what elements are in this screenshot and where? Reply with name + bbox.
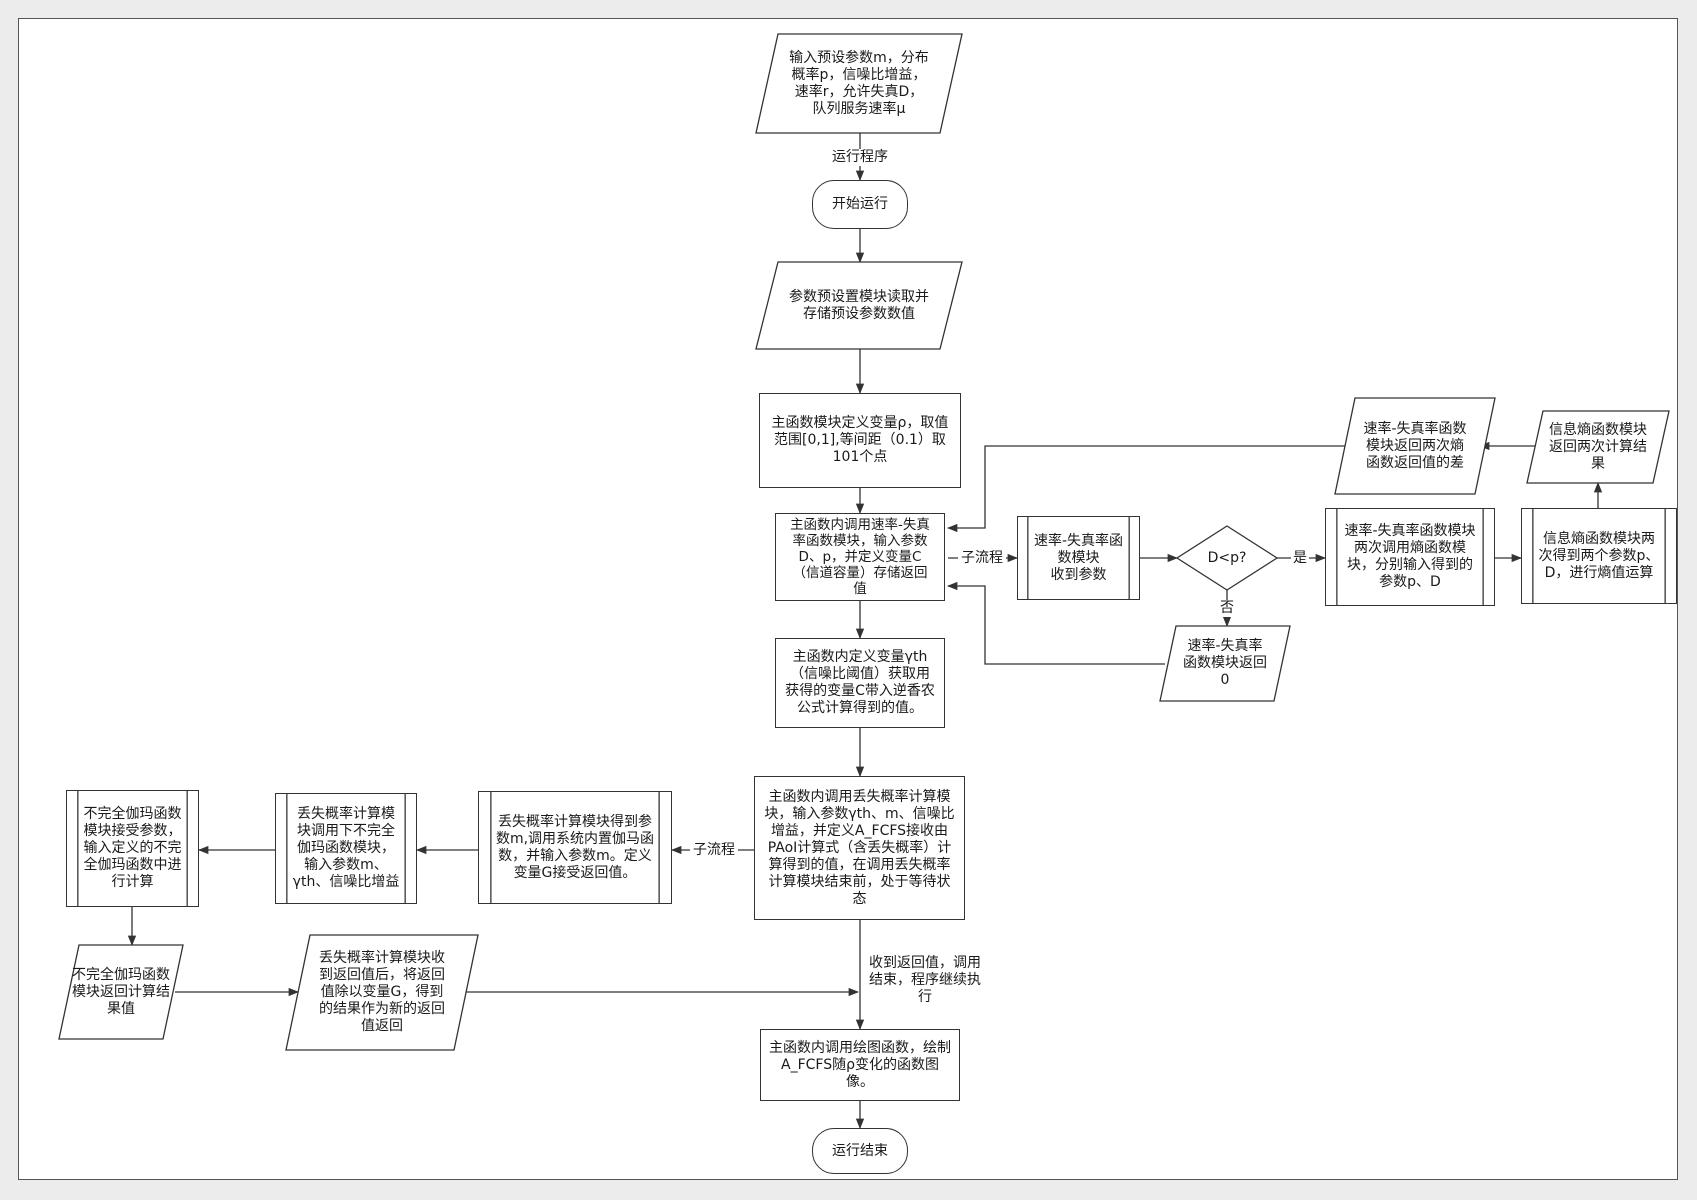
edge-label-subflow-1: 子流程 bbox=[958, 550, 1006, 567]
plot-text: 主函数内调用绘图函数，绘制 A_FCFS随ρ变化的函数图 像。 bbox=[769, 1039, 951, 1090]
gamma-receive-text: 不完全伽玛函数 模块接受参数， 输入定义的不完 全伽玛函数中进 行计算 bbox=[83, 806, 182, 890]
rd-receive-text: 速率-失真率函 数模块 收到参数 bbox=[1033, 532, 1124, 583]
loss-return-text: 丢失概率计算模块收 到返回值后，将返回 值除以变量G，得到 的结果作为新的返回 … bbox=[319, 950, 445, 1034]
define-rho-text: 主函数模块定义变量ρ，取值 范围[0,1],等间距（0.1）取 101个点 bbox=[771, 415, 949, 465]
define-rho-process: 主函数模块定义变量ρ，取值 范围[0,1],等间距（0.1）取 101个点 bbox=[759, 393, 961, 488]
rd-call-entropy-text: 速率-失真率函数模块 两次调用熵函数模 块，分别输入得到的 参数p、D bbox=[1344, 523, 1476, 590]
start-text: 开始运行 bbox=[832, 196, 888, 212]
edge-rd-return-zero-to-call-rd bbox=[946, 581, 1165, 665]
start-terminal: 开始运行 bbox=[812, 180, 908, 229]
call-loss-process: 主函数内调用丢失概率计算模 块，输入参数γth、m、信噪比 增益，并定义A_FC… bbox=[754, 776, 965, 920]
entropy-twice-subprocess: 信息熵函数模块两 次得到两个参数p、 D，进行熵值运算 bbox=[1521, 508, 1677, 604]
entropy-return-text: 信息熵函数模块 返回两次计算结 果 bbox=[1549, 421, 1647, 472]
decision-d-less-p: D<p? bbox=[1175, 525, 1279, 591]
plot-process: 主函数内调用绘图函数，绘制 A_FCFS随ρ变化的函数图 像。 bbox=[760, 1029, 960, 1101]
loss-call-gamma-subprocess: 丢失概率计算模 块调用下不完全 伽玛函数模块， 输入参数m、 γth、信噪比增益 bbox=[275, 793, 417, 904]
edge-label-yes: 是 bbox=[1291, 550, 1309, 567]
loss-receive-text: 丢失概率计算模块得到参 数m,调用系统内置伽马函 数，并输入参数m。定义 变量G… bbox=[495, 813, 655, 881]
gamma-return-text: 不完全伽玛函数 模块返回计算结 果值 bbox=[72, 966, 170, 1017]
edge-label-no: 否 bbox=[1218, 600, 1236, 617]
define-gamma-text: 主函数内定义变量γth （信噪比阈值）获取用 获得的变量C带入逆香农 公式计算得… bbox=[785, 649, 935, 716]
input-params-node: 输入预设参数m，分布 概率p，信噪比增益， 速率r，允许失真D， 队列服务速率μ bbox=[755, 33, 963, 134]
gamma-receive-subprocess: 不完全伽玛函数 模块接受参数， 输入定义的不完 全伽玛函数中进 行计算 bbox=[66, 790, 199, 907]
define-gamma-process: 主函数内定义变量γth （信噪比阈值）获取用 获得的变量C带入逆香农 公式计算得… bbox=[775, 638, 945, 728]
call-rd-process: 主函数内调用速率-失真 率函数模块，输入参数 D、p，并定义变量C （信道容量）… bbox=[775, 513, 945, 601]
end-terminal: 运行结束 bbox=[812, 1128, 908, 1174]
rd-call-entropy-subprocess: 速率-失真率函数模块 两次调用熵函数模 块，分别输入得到的 参数p、D bbox=[1325, 508, 1495, 606]
entropy-return-node: 信息熵函数模块 返回两次计算结 果 bbox=[1526, 410, 1670, 484]
edge-label-resume: 收到返回值，调用 结束，程序继续执 行 bbox=[869, 955, 981, 1005]
rd-return-diff-text: 速率-失真率函数 模块返回两次熵 函数返回值的差 bbox=[1363, 420, 1467, 471]
entropy-twice-text: 信息熵函数模块两 次得到两个参数p、 D，进行熵值运算 bbox=[1538, 530, 1660, 581]
end-text: 运行结束 bbox=[832, 1142, 888, 1159]
loss-return-node: 丢失概率计算模块收 到返回值后，将返回 值除以变量G，得到 的结果作为新的返回 … bbox=[285, 934, 479, 1051]
rd-return-diff-node: 速率-失真率函数 模块返回两次熵 函数返回值的差 bbox=[1334, 397, 1496, 495]
call-rd-text: 主函数内调用速率-失真 率函数模块，输入参数 D、p，并定义变量C （信道容量）… bbox=[790, 517, 930, 597]
rd-receive-subprocess: 速率-失真率函 数模块 收到参数 bbox=[1017, 516, 1140, 600]
edge-label-run-program: 运行程序 bbox=[828, 149, 892, 166]
loss-call-gamma-text: 丢失概率计算模 块调用下不完全 伽玛函数模块， 输入参数m、 γth、信噪比增益 bbox=[292, 806, 400, 890]
preset-read-text: 参数预设置模块读取并 存储预设参数数值 bbox=[789, 288, 929, 322]
edge-rd-return-diff-to-call-rd bbox=[946, 445, 1356, 533]
gamma-return-node: 不完全伽玛函数 模块返回计算结 果值 bbox=[58, 944, 184, 1040]
rd-return-zero-text: 速率-失真率 函数模块返回 0 bbox=[1183, 638, 1267, 688]
decision-text: D<p? bbox=[1207, 549, 1247, 566]
loss-receive-subprocess: 丢失概率计算模块得到参 数m,调用系统内置伽马函 数，并输入参数m。定义 变量G… bbox=[478, 791, 672, 904]
input-params-text: 输入预设参数m，分布 概率p，信噪比增益， 速率r，允许失真D， 队列服务速率μ bbox=[789, 49, 929, 117]
call-loss-text: 主函数内调用丢失概率计算模 块，输入参数γth、m、信噪比 增益，并定义A_FC… bbox=[764, 788, 955, 907]
rd-return-zero-node: 速率-失真率 函数模块返回 0 bbox=[1159, 625, 1291, 702]
preset-read-node: 参数预设置模块读取并 存储预设参数数值 bbox=[755, 261, 963, 350]
edge-label-subflow-2: 子流程 bbox=[690, 842, 738, 859]
